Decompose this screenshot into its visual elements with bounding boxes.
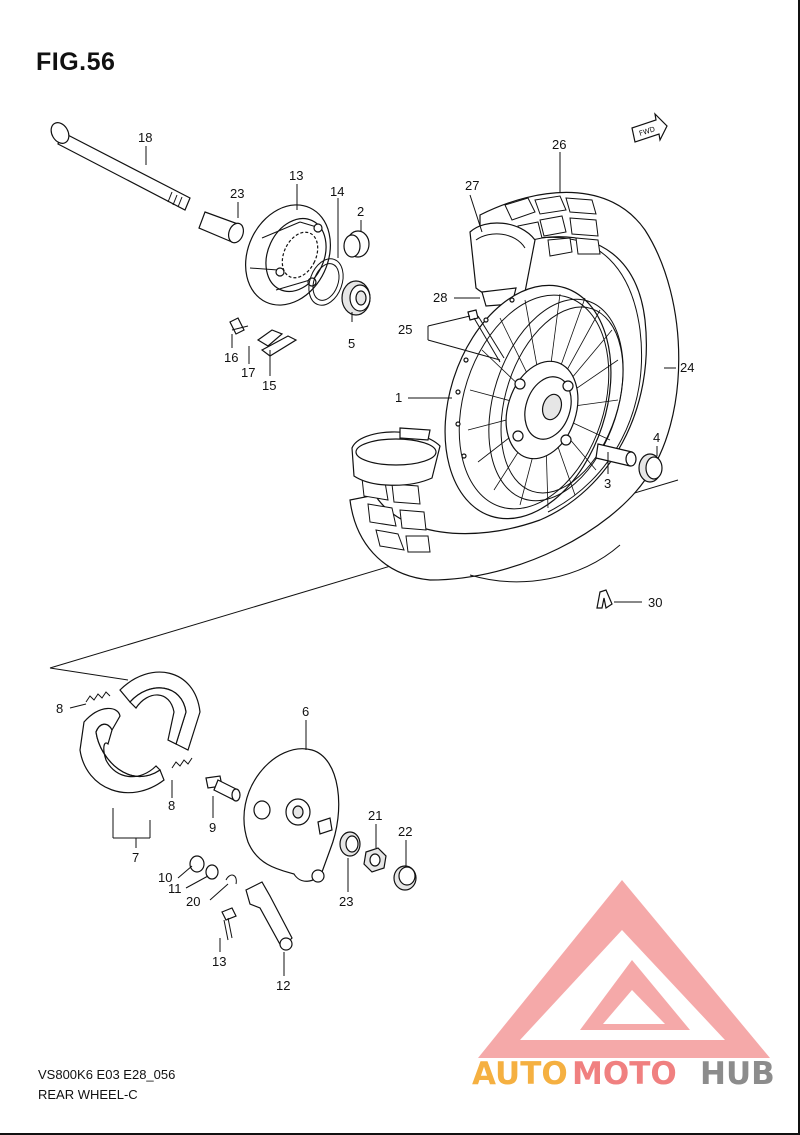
watermark-hub: HUB <box>700 1056 775 1092</box>
valve-clip <box>596 589 613 609</box>
tire-tread-lower <box>361 477 431 553</box>
cam-washers <box>189 855 237 885</box>
callout-2: 2 <box>357 204 364 219</box>
callout-1: 1 <box>395 390 402 405</box>
brake-cam-lever <box>245 881 293 951</box>
lock-bolt-set <box>229 317 298 357</box>
callout-13: 13 <box>212 954 226 969</box>
callout-20: 20 <box>186 894 200 909</box>
callout-19: 18 <box>138 130 152 145</box>
callout-4: 4 <box>653 430 660 445</box>
hub-cap <box>638 453 663 483</box>
watermark-logo <box>478 880 770 1058</box>
callout-17: 16 <box>224 350 238 365</box>
lever-bolt <box>221 907 237 941</box>
rear-rim <box>444 284 624 520</box>
tire-tread-upper <box>504 195 601 257</box>
figure-title: FIG.56 <box>36 48 116 76</box>
callout-9: 9 <box>209 820 216 835</box>
callout-23: 23 <box>339 894 353 909</box>
callout-14: 13 <box>289 168 303 183</box>
hub-spacer <box>595 443 637 467</box>
watermark-auto: AUTO <box>472 1056 568 1092</box>
callout-15: 14 <box>330 184 344 199</box>
diagram-code: VS800K6 E03 E28_056 <box>38 1067 176 1082</box>
callout-30: 30 <box>648 595 662 610</box>
callout-22: 22 <box>398 824 412 839</box>
o-ring <box>308 258 344 306</box>
callout-5: 5 <box>348 336 355 351</box>
axle-spacer <box>198 211 245 244</box>
rim-tube-top <box>469 222 536 307</box>
callout-6: 6 <box>302 704 309 719</box>
brake-shoes <box>79 671 201 794</box>
watermark-moto: MOTO <box>572 1056 677 1092</box>
callout-16: 15 <box>262 378 276 393</box>
drum-carrier <box>245 204 331 306</box>
callout-11: 11 <box>168 881 182 896</box>
rear-tire <box>349 191 680 583</box>
brake-cam <box>205 775 241 802</box>
wheel-bearing <box>341 280 371 316</box>
brake-panel <box>243 748 340 883</box>
leader-lines <box>69 146 676 976</box>
drum-cushion <box>343 230 370 258</box>
callout-28: 27 <box>465 178 479 193</box>
rim-tube-bottom <box>351 427 441 486</box>
axle-shaft <box>50 122 191 211</box>
callout-18: 17 <box>241 365 255 380</box>
rim-holes <box>455 297 515 459</box>
valve-set <box>467 309 505 363</box>
callout-12: 12 <box>276 978 290 993</box>
shoe-springs <box>85 691 193 769</box>
panel-spacer <box>339 831 361 857</box>
callout-29: 28 <box>433 290 447 305</box>
watermark-text: AUTO MOTO HUB <box>472 1056 775 1092</box>
axle-nut <box>363 847 387 873</box>
callout-24: 23 <box>230 186 244 201</box>
callout-8-lower: 8 <box>168 798 175 813</box>
callout-27: 26 <box>552 137 566 152</box>
callout-10: 10 <box>158 870 172 885</box>
callout-labels: 18 23 13 14 2 5 16 17 15 26 27 28 25 1 2… <box>56 130 694 993</box>
axle-cap <box>393 865 417 891</box>
callout-21: 21 <box>368 808 382 823</box>
callout-26: 25 <box>398 322 412 337</box>
callout-25: 24 <box>680 360 694 375</box>
forward-arrow-icon: FWD <box>631 112 668 143</box>
callout-3: 3 <box>604 476 611 491</box>
callout-7: 7 <box>132 850 139 865</box>
callout-8-upper: 8 <box>56 701 63 716</box>
diagram-subtitle: REAR WHEEL-C <box>38 1087 138 1102</box>
